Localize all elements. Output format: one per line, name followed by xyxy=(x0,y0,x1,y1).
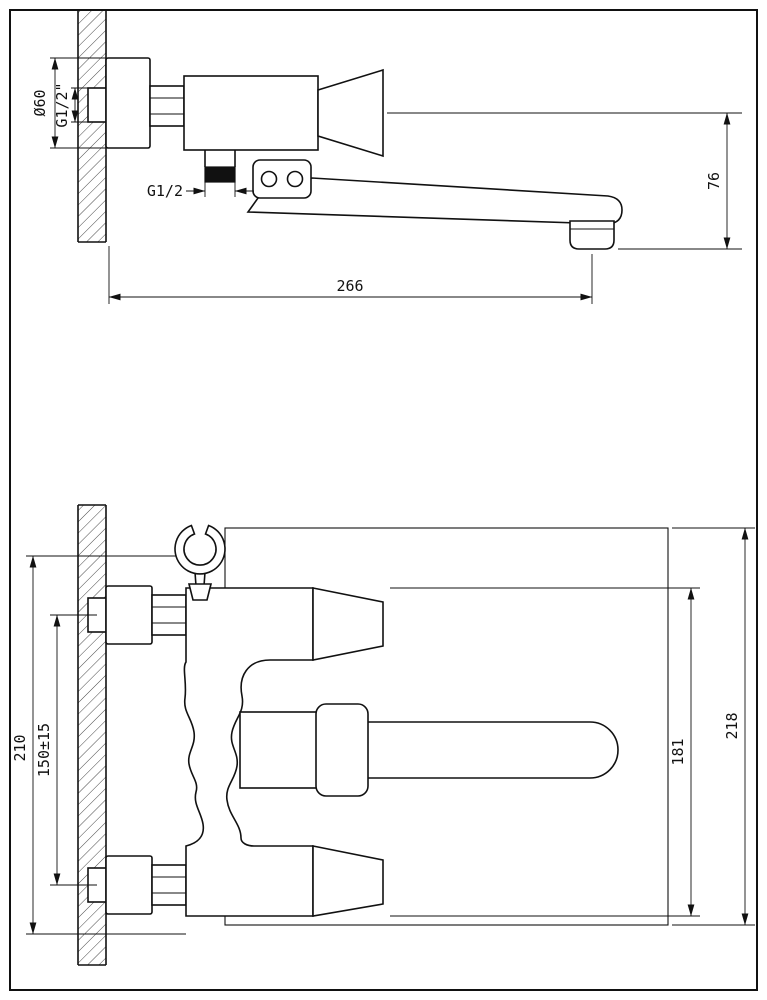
nut-facets-top xyxy=(152,606,186,624)
nut-facets xyxy=(150,97,184,115)
ext-lines xyxy=(204,182,236,197)
dim-label-flange-diameter: Ø60 xyxy=(31,89,49,116)
spout-pivot-joint xyxy=(239,711,321,789)
wall-flange-bottom xyxy=(105,855,153,915)
shower-outlet-neck xyxy=(204,150,236,167)
dim-overall-height: 210 xyxy=(11,555,186,935)
handle-cone-bottom xyxy=(312,845,384,917)
diverter-screw-right xyxy=(286,170,304,188)
front-view: 210 150±15 181 218 xyxy=(11,504,755,966)
inlet-pipe-stub xyxy=(87,87,107,123)
dim-label-spout-reach: 266 xyxy=(336,277,363,295)
dim-union-spacing: 150±15 xyxy=(35,614,97,886)
spout-front xyxy=(344,721,619,779)
ext-lines xyxy=(50,57,106,149)
dim-flange-diameter: Ø60 xyxy=(31,57,106,149)
dim-inlet-thread: G1/2" xyxy=(53,82,88,128)
wall-flange-top xyxy=(105,585,153,645)
handle-cone-top xyxy=(312,587,384,661)
nut-facets-bottom xyxy=(152,876,186,894)
wall-flange xyxy=(105,57,151,149)
wall-edges xyxy=(77,504,107,966)
dim-label-body-height: 181 xyxy=(669,738,687,765)
dim-label-inlet-thread: G1/2" xyxy=(53,82,71,127)
dim-label-envelope-height: 218 xyxy=(723,712,741,739)
ext-lines xyxy=(672,527,755,926)
dim-label-outlet-thread: G1/2 xyxy=(147,182,183,200)
shower-outlet-thread xyxy=(204,166,236,183)
shower-holder-fork xyxy=(174,524,226,601)
wall-hatch xyxy=(78,11,106,242)
mounting-nut-bottom xyxy=(151,864,187,906)
diverter-plate xyxy=(252,159,312,199)
aerator xyxy=(569,220,615,250)
dim-label-union-spacing: 150±15 xyxy=(35,723,53,777)
side-view: Ø60 G1/2" G1/2 76 266 xyxy=(31,11,742,304)
dim-envelope-height: 218 xyxy=(672,527,755,926)
dim-outlet-thread: G1/2 xyxy=(147,182,254,200)
fork-base xyxy=(187,583,213,601)
dim-spout-reach: 266 xyxy=(108,246,593,304)
wall-section-side xyxy=(77,11,107,243)
mounting-nut-top xyxy=(151,594,187,636)
ext-lines xyxy=(387,112,742,250)
diverter-screw-left xyxy=(260,170,278,188)
dim-spout-drop: 76 xyxy=(387,112,742,250)
fork-ring xyxy=(174,524,226,575)
dim-label-overall-height: 210 xyxy=(11,734,29,761)
lever-handle-side xyxy=(317,68,384,158)
ext-lines xyxy=(390,587,700,917)
dim-label-spout-drop: 76 xyxy=(705,172,723,190)
drawing-frame xyxy=(9,9,758,991)
ext-lines xyxy=(108,246,593,304)
spout-collar xyxy=(315,703,369,797)
ext-lines xyxy=(26,555,186,935)
dim-body-height: 181 xyxy=(390,587,700,917)
bottom-wall-union xyxy=(87,855,187,915)
mixer-body-side xyxy=(183,75,319,151)
mounting-nut xyxy=(149,85,185,127)
